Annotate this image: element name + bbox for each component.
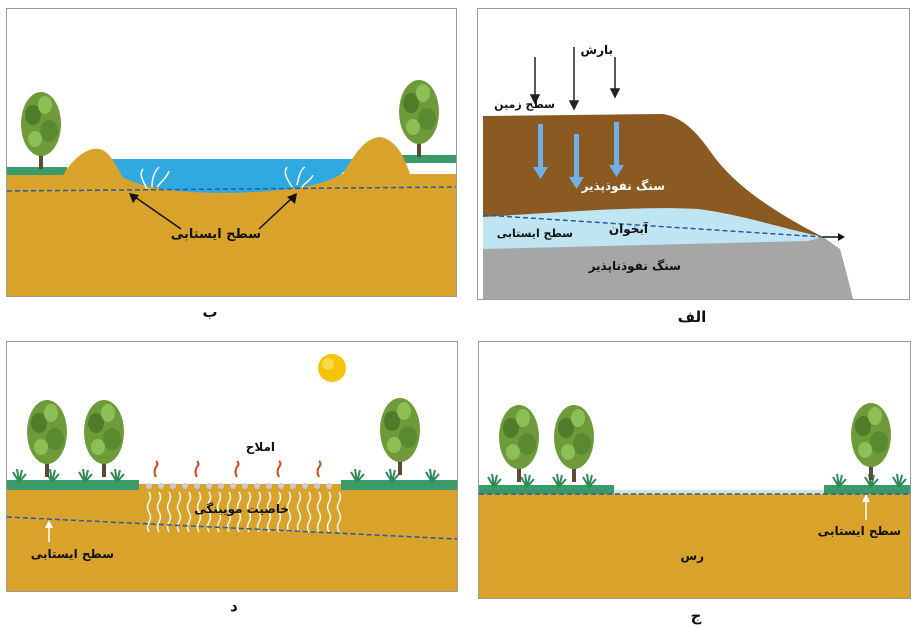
grass-strip-left [479,485,614,494]
water-plants [140,166,314,190]
tree-1 [27,400,67,477]
caption-alef: الف [677,308,707,326]
caption-dal: د [230,597,238,615]
tree-2 [84,400,124,477]
impermeable-rock-layer [483,234,853,299]
panel-dal: املاح خاصیت مویینگی سطح ایستابی [6,341,458,592]
be-diagram [7,80,456,296]
caption-be: ب [202,303,218,321]
caption-jim: ج [690,607,702,625]
rain-arrows [529,47,621,111]
water-table-label: سطح ایستابی [496,227,573,240]
salts-label: املاح [245,440,275,454]
tree-3 [851,403,891,480]
panel-jim: سطح ایستابی رس [478,341,911,599]
capillarity-label: خاصیت مویینگی [194,502,289,516]
tree-left [21,92,61,169]
grass-strip-right [341,480,457,490]
salt-crust [146,483,332,489]
grass-strip-left [7,167,67,175]
tree-1 [499,405,539,482]
water-table-line [7,186,456,192]
grass-strip-right [399,155,456,163]
water-table-label: سطح ایستابی [170,227,261,242]
clay-label: رس [680,549,704,563]
right-mound [337,137,411,184]
grass-strip-right [824,485,910,494]
infiltration-arrows [533,122,624,189]
tree-3 [380,398,420,475]
grass-strip-left [7,480,139,490]
salt-wisps [153,460,322,478]
panel-alef: بارش سطح زمین سنگ نفوذپذیر آبخوان سطح ای… [477,8,910,300]
water-table-label: سطح ایستابی [817,524,901,538]
alef-diagram [482,47,853,299]
lake-water [102,159,352,193]
tree-2 [554,405,594,482]
ground-surface-label: سطح زمین [494,98,555,111]
tree-right [399,80,439,157]
permeable-rock-layer [483,114,823,237]
aquifer-layer [483,206,823,249]
permeable-rock-label: سنگ نفوذپذیر [581,179,665,193]
water-table-line [482,214,824,238]
dal-diagram [7,354,457,591]
impermeable-rock-label: سنگ نفوذناپذیر [588,259,681,273]
rain-label: بارش [580,43,613,57]
panel-be: سطح ایستابی [6,8,457,297]
left-mound [62,148,129,187]
water-table-label: سطح ایستابی [30,547,114,561]
aquifer-label: آبخوان [608,222,648,236]
water-table-line [7,516,457,540]
jim-diagram [479,403,910,598]
